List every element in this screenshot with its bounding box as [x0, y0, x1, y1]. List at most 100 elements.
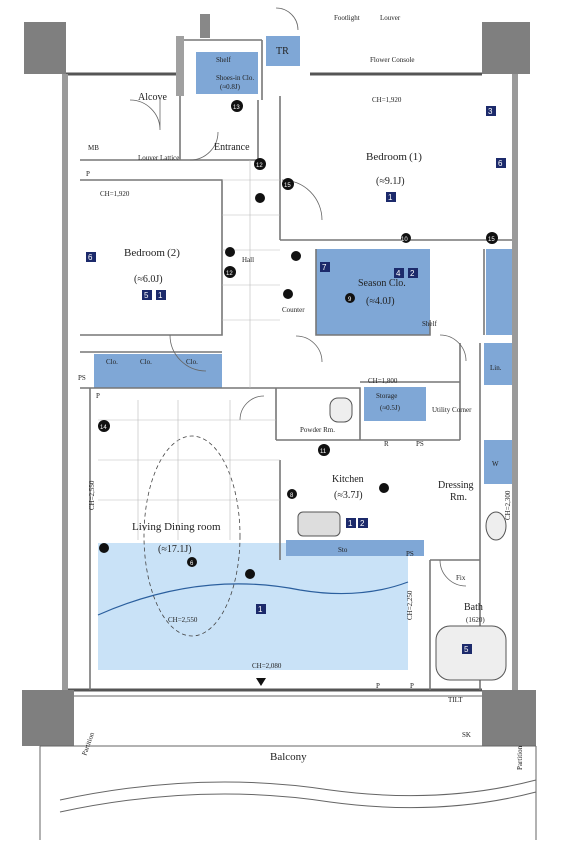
ceiling-height-8: CH=2,300: [504, 490, 512, 520]
bath-label: Bath: [464, 602, 483, 613]
ps-label-dressing: PS: [406, 550, 414, 558]
alcove-label: Alcove: [138, 92, 167, 103]
marker-1c: 1: [258, 605, 263, 614]
marker-4: 4: [396, 269, 401, 278]
bath-size: (1620): [466, 616, 485, 624]
linen-fill: [484, 343, 514, 385]
navy-markers: [86, 106, 506, 654]
shoes-in-closet-size: (≈0.8J): [220, 83, 241, 91]
louver-lattice-label: Louver Lattice: [138, 154, 179, 162]
marker-13: 13: [233, 105, 240, 111]
p-label-4: P: [410, 682, 414, 690]
ceiling-height-2: CH=1,920: [100, 190, 130, 198]
kitchen-label: Kitchen: [332, 474, 364, 485]
tr-fill: [266, 36, 300, 66]
wall-box: [200, 14, 210, 38]
season-closet-label: Season Clo.: [358, 278, 406, 289]
marker-11: 11: [320, 449, 327, 455]
marker-12b: 12: [226, 271, 233, 277]
marker-7: 7: [322, 263, 327, 272]
pillar-top-left: [24, 22, 66, 74]
marker-12a: 12: [256, 163, 263, 169]
closet-label-3: Clo.: [186, 358, 198, 366]
hall-tile-grid: [98, 160, 280, 540]
wall-left-strip: [62, 74, 68, 690]
marker-6a: 6: [498, 159, 503, 168]
marker-15a: 15: [284, 183, 291, 189]
hall-label: Hall: [242, 256, 254, 264]
marker-14: 14: [100, 425, 107, 431]
living-size: (≈17.1J): [158, 544, 192, 555]
p-label-1: P: [86, 170, 90, 178]
fix-label: Fix: [456, 574, 466, 582]
powder-room-label: Powder Rm.: [300, 426, 335, 434]
pillar-bottom-left: [22, 690, 74, 746]
marker-2: 2: [410, 269, 415, 278]
ps-label-left: PS: [78, 374, 86, 382]
kitchen-sink: [297, 511, 341, 537]
marker-3: 3: [488, 107, 493, 116]
bedroom1-size: (≈9.1J): [376, 176, 405, 187]
dressing-label-2: Rm.: [450, 492, 467, 503]
marker-15b: 15: [488, 237, 495, 243]
closet-label-2: Clo.: [140, 358, 152, 366]
marker-5a: 5: [144, 291, 149, 300]
shelf-label-entrance: Shelf: [216, 56, 231, 64]
season-closet-size: (≈4.0J): [366, 296, 395, 307]
storage-label: Storage: [376, 392, 397, 400]
marker-10: 10: [401, 237, 408, 243]
pillar-top-right: [482, 22, 530, 74]
doors: [129, 7, 467, 587]
wall-right-strip: [512, 74, 518, 690]
marker-2b: 2: [360, 519, 365, 528]
marker-1b: 1: [158, 291, 163, 300]
ps-label-kitchen: PS: [416, 440, 424, 448]
tilt-label: TILT: [448, 696, 463, 704]
tr-label: TR: [276, 46, 289, 57]
mb-label: MB: [88, 144, 99, 152]
washer-label: W: [492, 460, 499, 468]
entrance-label: Entrance: [214, 142, 250, 153]
storage-size: (≈0.5J): [380, 404, 401, 412]
shoes-in-closet-label: Shoes-in Clo.: [216, 74, 254, 82]
dressing-label: Dressing: [438, 480, 474, 491]
living-floor-highlight: [98, 543, 408, 670]
shelf-label-season: Shelf: [422, 320, 437, 328]
marker-1a: 1: [388, 193, 393, 202]
marker-6c: 6: [190, 561, 194, 567]
partition-label-left: Partition: [80, 731, 96, 757]
marker-8: 8: [290, 493, 294, 499]
pillar-bottom-right: [482, 690, 536, 746]
circle-markers: [98, 100, 498, 579]
living-label: Living Dining room: [132, 521, 221, 533]
balcony-label: Balcony: [270, 751, 307, 763]
marker-1d: 1: [348, 519, 353, 528]
navy-marker-numbers: 3 6 1 6 5 1 7 4 2 1 5 1 2: [88, 107, 503, 654]
season-closet-side-fill: [486, 249, 514, 335]
utility-corner-label: Utility Corner: [432, 406, 472, 414]
window-arrow: [256, 678, 266, 686]
counter-label: Counter: [282, 306, 305, 314]
marker-5b: 5: [464, 645, 469, 654]
living-ceiling-ellipse: [143, 435, 241, 637]
storage-fill: [364, 387, 426, 421]
kitchen-counter-fill: [286, 540, 424, 556]
footlight-label: Footlight: [334, 14, 360, 22]
toilet: [329, 397, 353, 423]
closet-label-1: Clo.: [106, 358, 118, 366]
p-label-2: P: [96, 392, 100, 400]
shoes-in-closet-fill: [196, 52, 258, 94]
inner-walls: [80, 39, 514, 690]
refrigerator-label: R: [384, 440, 389, 448]
ceiling-height-4: CH=2,550: [88, 480, 96, 510]
wall-top-hatch: [176, 36, 184, 96]
kitchen-size: (≈3.7J): [334, 490, 363, 501]
ceiling-height-7: CH=2,080: [252, 662, 282, 670]
ceiling-height-5: CH=2,550: [168, 616, 198, 624]
linen-label: Lin.: [490, 364, 502, 372]
marker-9: 9: [348, 297, 352, 303]
washer-fill: [484, 440, 514, 484]
partition-label-right: Partition: [516, 745, 524, 770]
marker-6b: 6: [88, 253, 93, 262]
